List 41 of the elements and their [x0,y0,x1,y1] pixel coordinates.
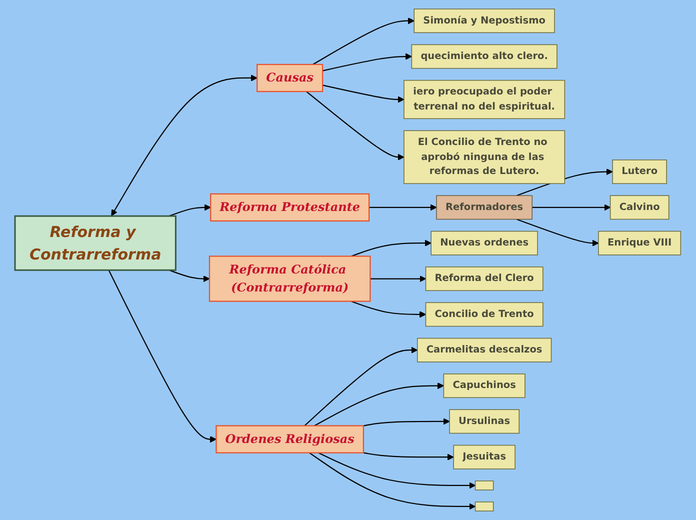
node-box: Reforma del Clero [426,266,544,291]
arrow [351,240,432,257]
arrow [169,204,212,217]
arrow [111,74,258,216]
arrow [312,18,415,65]
arrow [351,300,426,318]
node-box: Lutero [612,160,668,184]
node-box: iero preocupado el poder terrenal no del espiritual. [404,80,566,119]
arrow [364,452,454,460]
node-box: Reformadores [436,195,533,220]
node-box [475,502,494,512]
arrow [314,382,444,426]
node-box: Reforma y Contrarreforma [14,215,177,271]
node-box: Capuchinos [443,374,526,398]
node-box: Nuevas ordenes [430,230,538,256]
arrow [318,452,476,489]
node-box: Causas [256,64,324,92]
node-box: Reforma Protestante [210,193,370,222]
arrow [369,204,437,211]
arrow [364,418,450,426]
node-box: Ursulinas [449,409,520,434]
node-box: Enrique VIII [598,230,682,256]
arrow [516,218,599,246]
arrow [108,270,217,443]
node-box: Ordenes Religiosas [216,425,364,454]
node-box [475,480,494,490]
node-box: Reforma Católica (Contrarreforma) [209,256,371,302]
arrow [306,91,404,160]
arrow [169,270,210,282]
node-box: Calvino [610,195,670,220]
node-box: El Concilio de Trento no aprobó ninguna de las reformas de Lutero. [404,130,566,184]
node-box: Carmelitas descalzos [417,338,552,362]
arrow [322,53,412,72]
arrow [370,275,426,282]
arrow [322,84,404,103]
node-box: Concilio de Trento [426,302,544,327]
arrow [304,346,418,426]
arrow [532,204,611,211]
node-box: Simonía y Nepostismo [414,8,555,34]
node-box: quecimiento alto clero. [411,44,558,69]
arrow [309,452,476,510]
